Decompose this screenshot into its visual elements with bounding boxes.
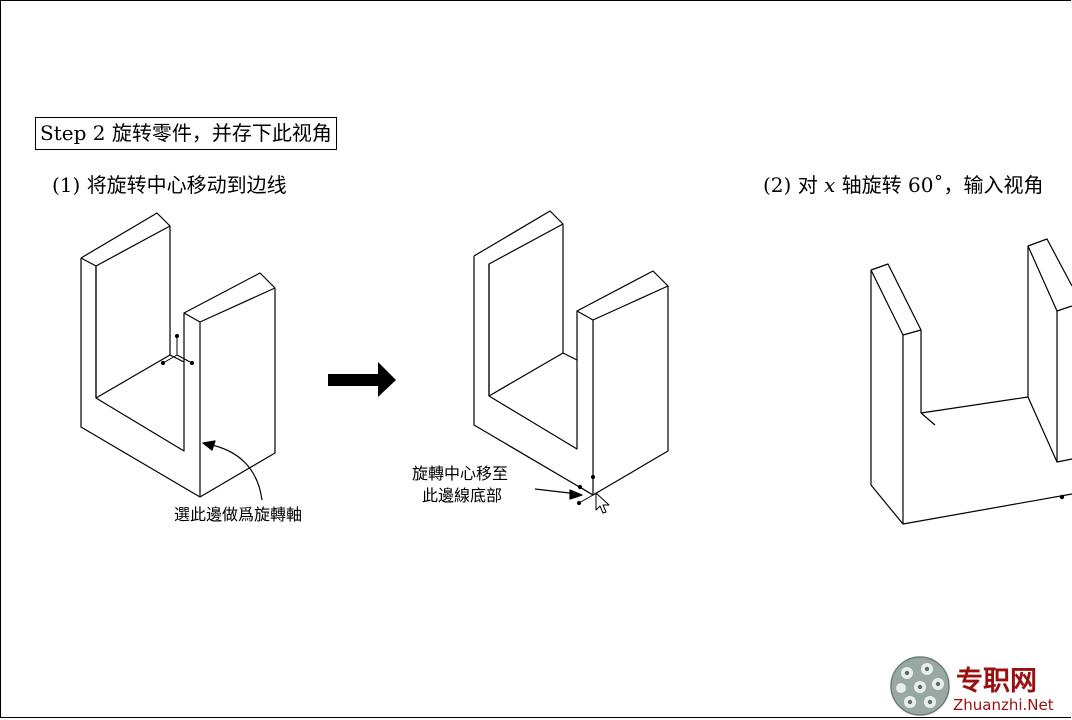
rotation-axis-triad <box>160 333 195 366</box>
caption-part-1: (1) 将旋转中心移动到边线 <box>52 173 287 197</box>
u-part-moved-center <box>473 210 669 496</box>
moved-rotation-center-triad <box>576 474 596 506</box>
annotation-center-line-2: 此邊線底部 <box>422 486 502 505</box>
caption-part-2-variable: x <box>824 173 836 197</box>
zhuanzhi-logo <box>890 656 950 716</box>
center-moved-callout-arrow <box>534 488 583 500</box>
caption-part-2-prefix: (2) 对 <box>763 173 825 197</box>
mouse-cursor-icon <box>595 492 610 514</box>
annotation-center-line-1: 旋轉中心移至 <box>412 464 508 483</box>
u-part-rotated <box>870 238 1072 525</box>
watermark-name-cn: 专职网 <box>956 666 1037 697</box>
transition-arrow <box>328 362 396 397</box>
step-title: Step 2 旋转零件，并存下此视角 <box>35 117 337 150</box>
u-part-original <box>80 212 276 498</box>
caption-part-2-suffix: 轴旋转 60˚，输入视角 <box>835 173 1044 197</box>
caption-part-2: (2) 对 x 轴旋转 60˚，输入视角 <box>763 169 1044 198</box>
annotation-select-edge: 選此邊做爲旋轉軸 <box>174 505 302 524</box>
watermark-name-en: Zhuanzhi.Net <box>953 696 1054 714</box>
select-edge-callout-arrow <box>202 440 263 501</box>
